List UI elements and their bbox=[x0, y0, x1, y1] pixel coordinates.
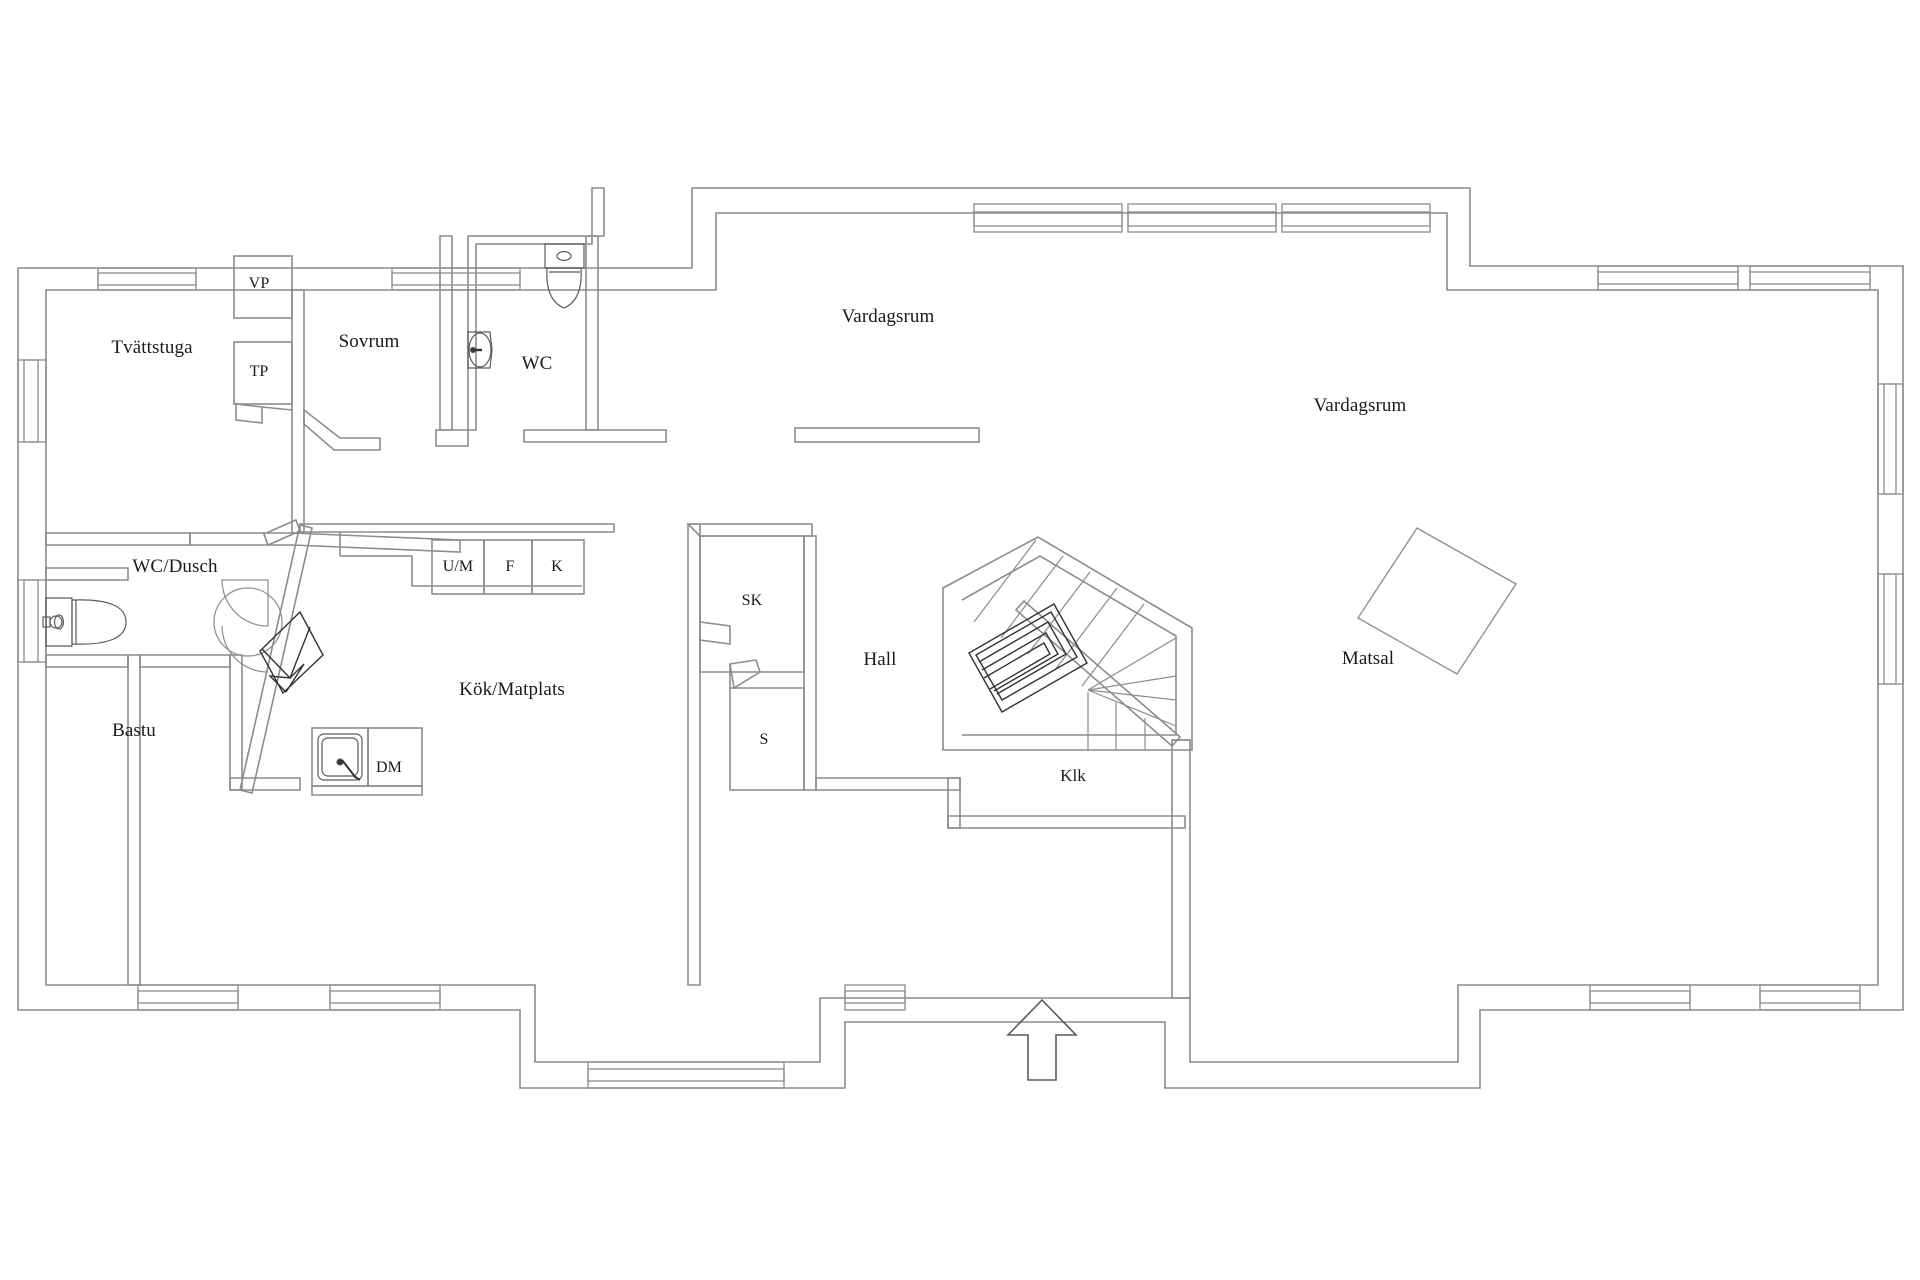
fixture-label-sk: SK bbox=[741, 592, 763, 609]
fixture-label-s: S bbox=[759, 731, 769, 748]
fixture-label-k: K bbox=[551, 558, 563, 575]
room-label-kok-matplats: Kök/Matplats bbox=[459, 679, 565, 700]
fireplace-symbol bbox=[259, 610, 324, 695]
room-label-tvattstuga: Tvättstuga bbox=[111, 337, 193, 358]
entrance-arrow bbox=[1006, 998, 1078, 1081]
room-label-bastu: Bastu bbox=[112, 720, 156, 741]
room-label-matsal: Matsal bbox=[1341, 648, 1395, 669]
staircase bbox=[942, 536, 1193, 751]
fixture-label-dm: DM bbox=[376, 759, 402, 776]
kitchen-sink bbox=[317, 733, 363, 781]
fixture-label-tp: TP bbox=[249, 363, 269, 380]
radiator bbox=[968, 603, 1088, 713]
building-outline bbox=[17, 187, 1904, 1089]
wall-fixture-small bbox=[42, 615, 63, 629]
door-swing-circle bbox=[213, 587, 283, 657]
fixture-label-um: U/M bbox=[442, 558, 474, 575]
room-label-vardagsrum-1: Vardagsrum bbox=[841, 306, 935, 327]
washbasin-fixture-wc bbox=[467, 331, 493, 369]
interior-walls bbox=[45, 187, 1191, 999]
toilet-fixture-wc bbox=[544, 243, 585, 309]
fixture-label-vp: VP bbox=[248, 275, 270, 292]
room-label-wc: WC bbox=[521, 353, 553, 374]
door-swing-arc bbox=[221, 579, 269, 673]
room-label-wc-dusch: WC/Dusch bbox=[132, 556, 218, 577]
exterior-windows bbox=[17, 203, 1904, 1089]
furniture-table bbox=[1357, 527, 1517, 675]
room-label-klk: Klk bbox=[1060, 766, 1086, 785]
toilet-fixture-dusch bbox=[45, 597, 127, 647]
room-label-hall: Hall bbox=[863, 649, 897, 670]
fixture-label-f: F bbox=[505, 558, 515, 575]
room-label-vardagsrum-2: Vardagsrum bbox=[1313, 395, 1407, 416]
room-label-sovrum: Sovrum bbox=[338, 331, 400, 352]
